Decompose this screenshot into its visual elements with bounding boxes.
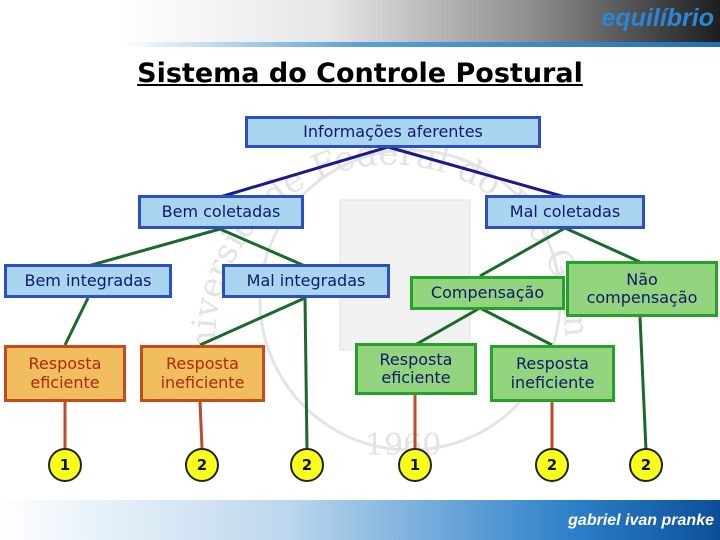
page-title: Sistema do Controle Postural [137, 58, 583, 89]
line-bem-mal-integradas [219, 227, 306, 268]
line-mal-nao-compensacao [564, 226, 641, 264]
node-informacoes-aferentes: Informações aferentes [245, 116, 541, 148]
line-mal-compensacao [479, 226, 566, 278]
outcome-circle: 1 [398, 448, 432, 482]
outcome-circle: 2 [290, 448, 324, 482]
node-nao-compensacao: Não compensação [566, 261, 718, 317]
header-accent-line [120, 42, 720, 47]
line-root-mal [387, 145, 566, 199]
node-compensacao: Compensação [410, 276, 565, 310]
node-resposta-ineficiente-2: Resposta ineficiente [490, 345, 615, 402]
node-mal-integradas: Mal integradas [222, 264, 390, 298]
node-bem-coletadas: Bem coletadas [138, 195, 304, 229]
node-resposta-eficiente-1: Resposta eficiente [4, 345, 126, 402]
header-bar [120, 0, 720, 42]
outcome-circle: 2 [629, 448, 663, 482]
line-bem-integradas [87, 227, 221, 268]
line-comp-resp4 [479, 306, 553, 347]
outcome-circle: 2 [185, 448, 219, 482]
outcome-circle: 2 [535, 448, 569, 482]
line-integradas-resp1 [63, 297, 90, 346]
line-malint-resp2 [199, 296, 306, 347]
line-malint-outcome [303, 297, 309, 451]
brand-label: equilíbrio [601, 4, 715, 32]
line-resp2-outcome [198, 401, 204, 449]
node-resposta-ineficiente-1: Resposta ineficiente [140, 345, 265, 402]
author-label: gabriel ivan pranke [568, 512, 714, 529]
outcome-circle: 1 [48, 448, 82, 482]
line-root-bem [219, 145, 389, 199]
node-mal-coletadas: Mal coletadas [485, 195, 645, 229]
node-resposta-eficiente-2: Resposta eficiente [355, 343, 477, 395]
node-bem-integradas: Bem integradas [4, 264, 172, 298]
footer-bar [0, 500, 720, 540]
line-naocomp-outcome [638, 316, 648, 451]
line-comp-resp3 [414, 306, 481, 347]
